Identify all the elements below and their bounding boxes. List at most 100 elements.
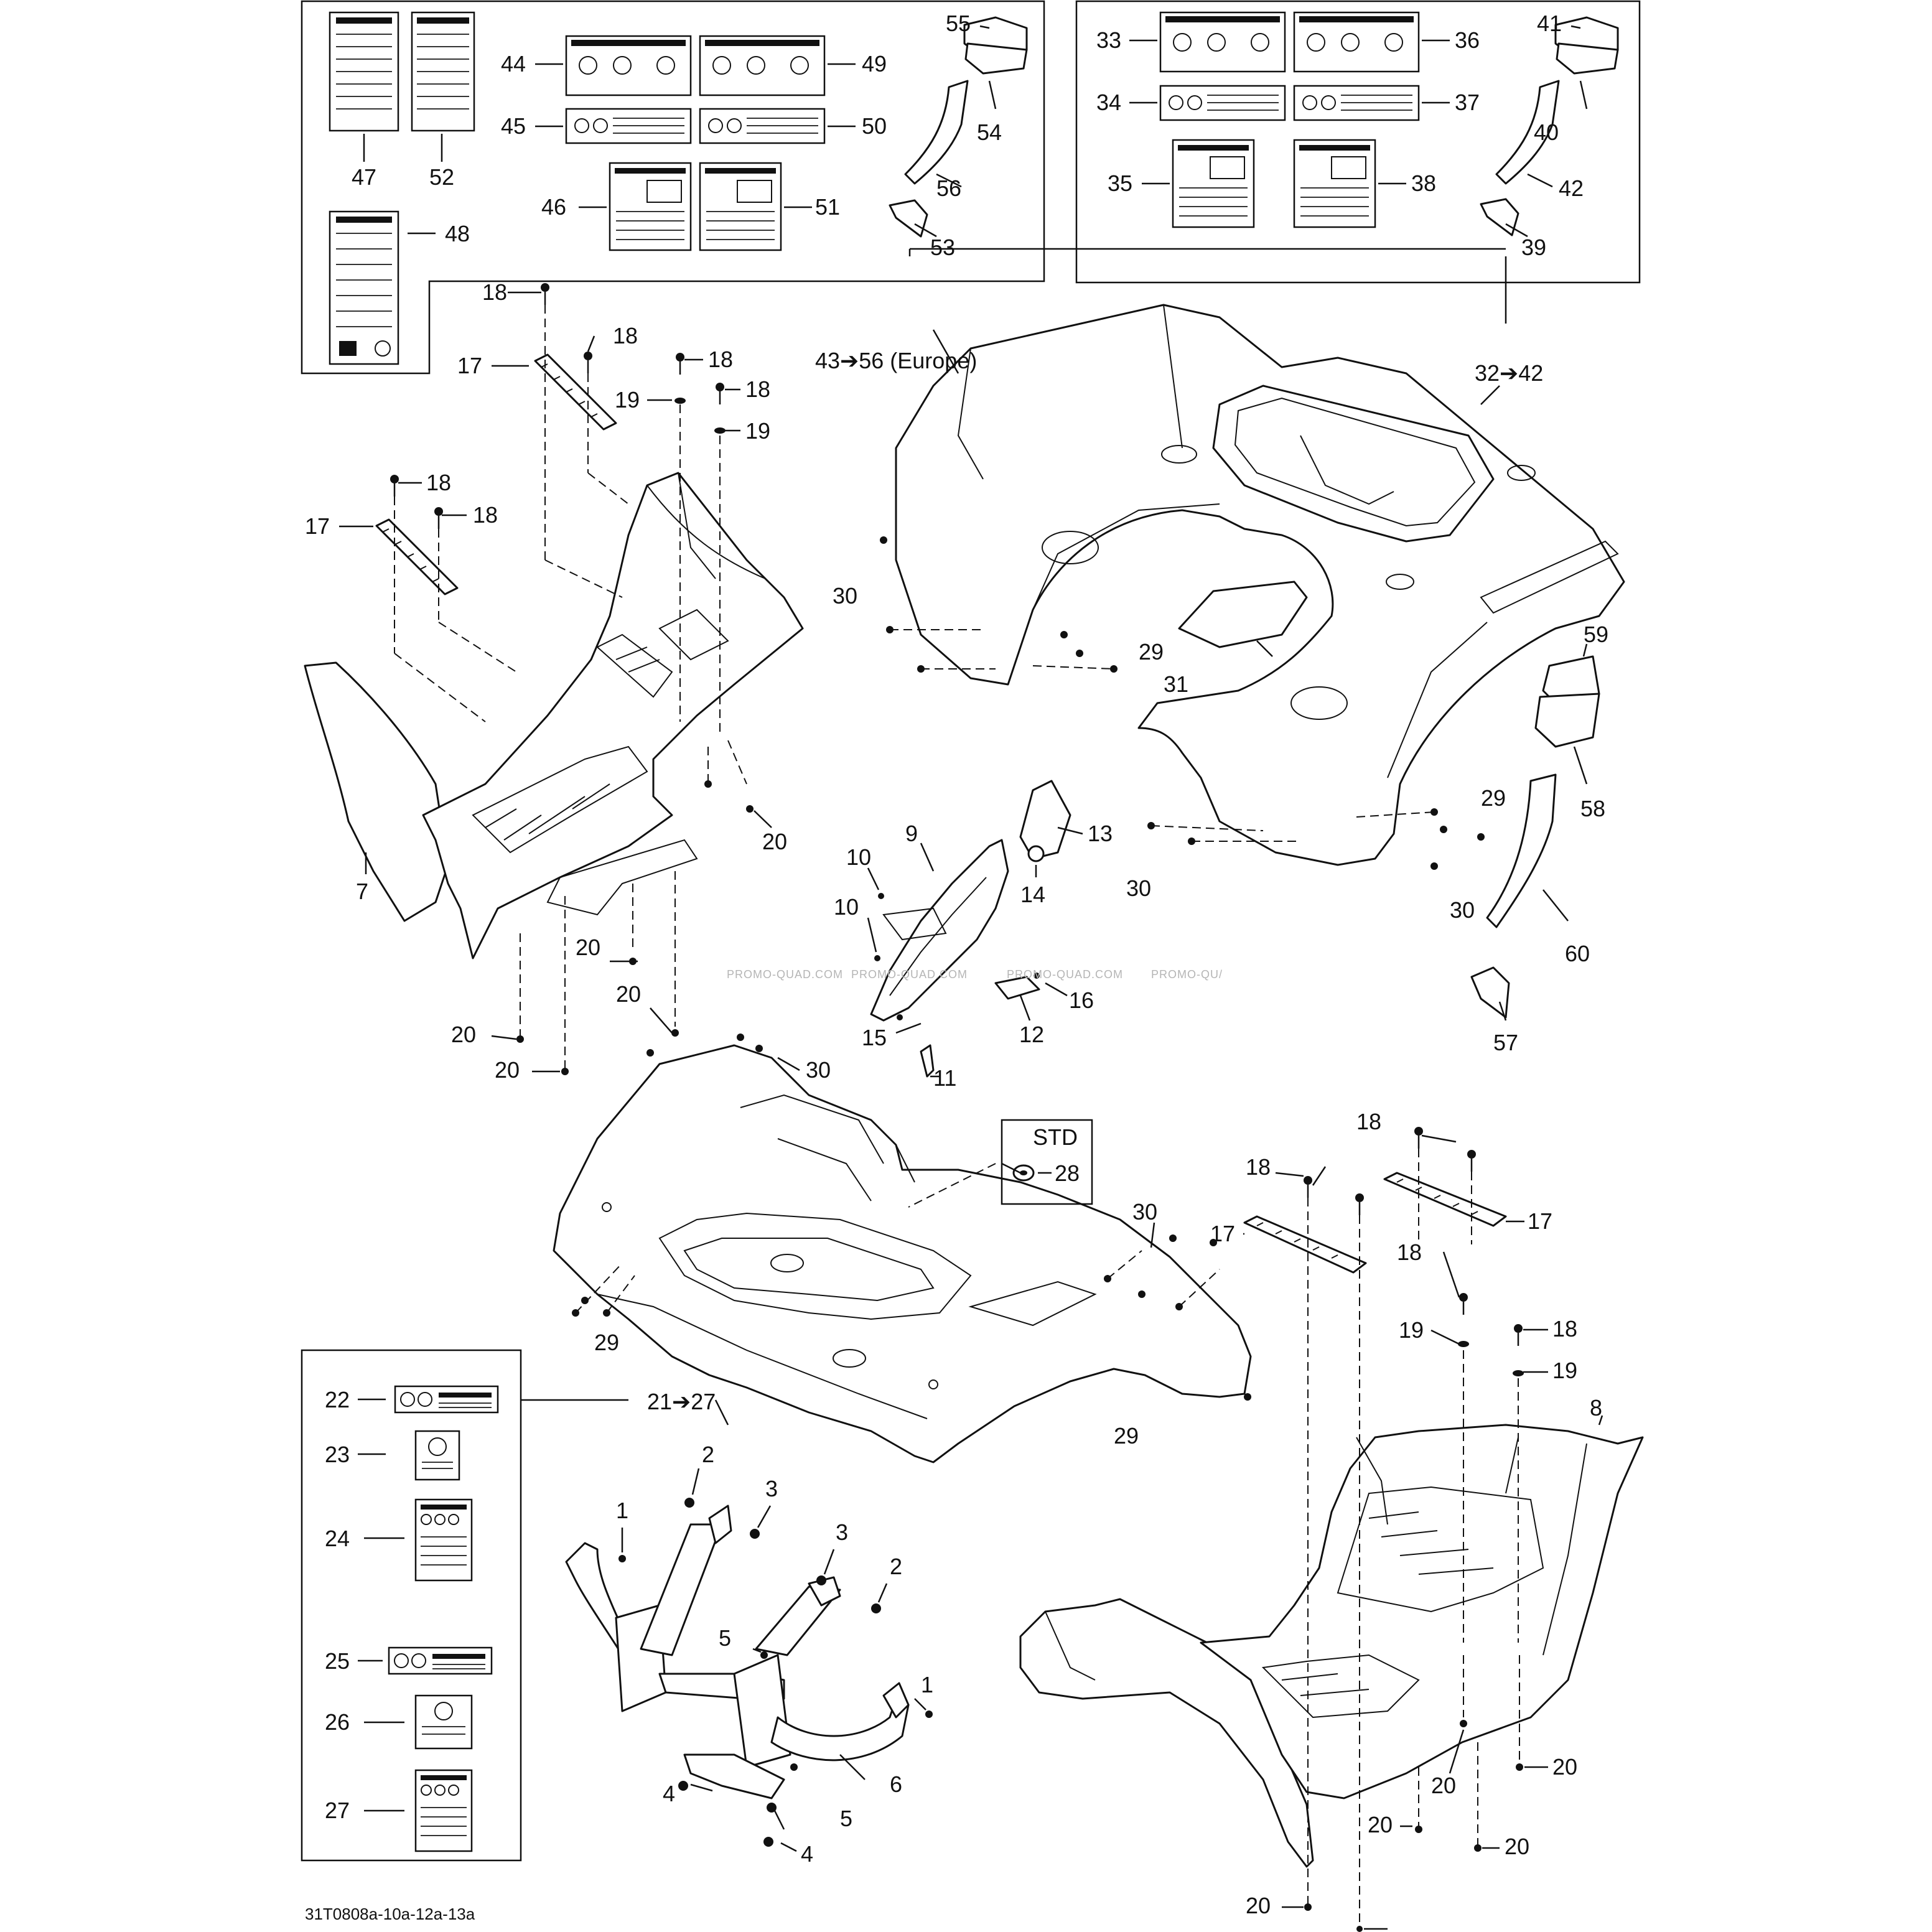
callout-20-d: 20 xyxy=(451,1022,476,1047)
callout-58: 58 xyxy=(1580,796,1605,821)
callout-15: 15 xyxy=(862,1025,887,1050)
callout-19-c: 19 xyxy=(1399,1317,1424,1343)
callout-18-i: 18 xyxy=(1397,1239,1422,1265)
callout-17-a: 17 xyxy=(457,353,482,378)
decal-33 xyxy=(1129,11,1286,73)
nuts-20-left xyxy=(516,780,754,1075)
callout-14: 14 xyxy=(1020,882,1045,907)
decal-49 xyxy=(699,35,856,96)
watermark-2: PROMO-QUAD.COM xyxy=(851,968,968,981)
callout-20-b: 20 xyxy=(576,935,600,960)
decal-22 xyxy=(358,1385,499,1414)
callout-53: 53 xyxy=(930,235,955,260)
callout-18-g: 18 xyxy=(1356,1109,1381,1134)
callout-27: 27 xyxy=(325,1798,350,1823)
callout-33: 33 xyxy=(1096,27,1121,53)
callout-17-b: 17 xyxy=(305,513,330,539)
callout-28: 28 xyxy=(1055,1160,1080,1186)
callout-20-c: 20 xyxy=(616,981,641,1007)
callout-54: 54 xyxy=(977,119,1002,145)
callout-11: 11 xyxy=(933,1065,956,1091)
leader-lines xyxy=(339,291,1548,1930)
callout-48: 48 xyxy=(445,221,470,246)
callout-3-a: 3 xyxy=(765,1476,778,1501)
callout-52: 52 xyxy=(429,164,454,190)
rear-fender xyxy=(880,248,1625,870)
callout-29-b: 29 xyxy=(1481,785,1506,811)
callout-20-f: 20 xyxy=(1552,1754,1577,1780)
callout-10-b: 10 xyxy=(834,894,859,920)
guard-parts-left xyxy=(889,16,1028,238)
callout-17-d: 17 xyxy=(1210,1221,1235,1246)
front-fender-fasteners xyxy=(572,1034,1251,1401)
callout-42: 42 xyxy=(1559,175,1584,201)
center-brackets xyxy=(867,780,1083,1078)
ref-europe-right: 32➔42 xyxy=(1475,360,1543,386)
left-footrest-assembly xyxy=(304,283,804,1075)
callout-5-b: 5 xyxy=(840,1806,852,1831)
washers-19-right xyxy=(1458,1341,1524,1376)
callout-19-a: 19 xyxy=(615,387,640,413)
watermark-4: PROMO-QU/ xyxy=(1151,968,1223,981)
nuts-20-right xyxy=(1304,1720,1523,1932)
callout-9: 9 xyxy=(905,821,918,846)
callout-4-b: 4 xyxy=(801,1841,813,1867)
callout-40: 40 xyxy=(1534,119,1559,145)
callout-18-f: 18 xyxy=(473,502,498,528)
callout-20-i: 20 xyxy=(1505,1834,1529,1859)
callout-8: 8 xyxy=(1590,1395,1602,1421)
callout-35: 35 xyxy=(1108,170,1132,196)
callout-45: 45 xyxy=(501,113,526,139)
front-fender xyxy=(553,1034,1252,1463)
bolts-18-left xyxy=(390,283,724,529)
decal-47 xyxy=(329,11,399,162)
callout-22: 22 xyxy=(325,1387,350,1412)
watermark-3: PROMO-QUAD.COM xyxy=(1007,968,1123,981)
ref-europe-left: 43➔56 (Europe) xyxy=(815,348,977,373)
callout-20-g: 20 xyxy=(1431,1773,1456,1798)
callout-18-j: 18 xyxy=(1552,1316,1577,1342)
watermark-1: PROMO-QUAD.COM xyxy=(727,968,843,981)
callout-37: 37 xyxy=(1455,90,1480,115)
callout-57: 57 xyxy=(1493,1030,1518,1055)
callout-17-c: 17 xyxy=(1528,1208,1552,1234)
callout-31: 31 xyxy=(1164,671,1188,697)
callout-30-e: 30 xyxy=(1132,1199,1157,1225)
callout-10-a: 10 xyxy=(846,844,871,870)
callout-39: 39 xyxy=(1521,235,1546,260)
decal-24 xyxy=(364,1498,473,1582)
callout-49: 49 xyxy=(862,51,887,77)
callout-55: 55 xyxy=(946,11,971,36)
callout-20-h: 20 xyxy=(1368,1812,1393,1837)
decal-51 xyxy=(699,162,812,251)
callout-labels: 47 52 48 44 45 46 49 50 51 55 54 56 53 3… xyxy=(305,11,1608,1918)
decal-44 xyxy=(535,35,692,96)
callout-19-b: 19 xyxy=(745,418,770,444)
decal-48 xyxy=(329,210,436,365)
callout-20-j: 20 xyxy=(1246,1893,1271,1918)
callout-29-c: 29 xyxy=(594,1330,619,1355)
guard-parts-rear-right xyxy=(1470,643,1600,1021)
callout-47: 47 xyxy=(352,164,376,190)
washers-19-left xyxy=(674,398,726,434)
callout-3-b: 3 xyxy=(836,1519,848,1545)
callout-16: 16 xyxy=(1069,987,1094,1013)
callout-34: 34 xyxy=(1096,90,1121,115)
decal-group-europe-left xyxy=(301,0,1045,375)
callout-56: 56 xyxy=(936,175,961,201)
decal-36 xyxy=(1293,11,1450,73)
std-box: STD xyxy=(1001,1119,1093,1205)
callout-23: 23 xyxy=(325,1442,350,1467)
decal-34 xyxy=(1129,85,1286,121)
callout-25: 25 xyxy=(325,1648,350,1674)
callout-19-d: 19 xyxy=(1552,1358,1577,1383)
callout-24: 24 xyxy=(325,1526,350,1551)
callout-18-h: 18 xyxy=(1246,1154,1271,1180)
decal-52 xyxy=(411,11,475,162)
callout-50: 50 xyxy=(862,113,887,139)
front-bumper xyxy=(565,1468,933,1852)
decal-group-front xyxy=(301,1349,628,1862)
bumper-fasteners xyxy=(618,1498,933,1847)
callout-30-c: 30 xyxy=(1450,897,1475,923)
